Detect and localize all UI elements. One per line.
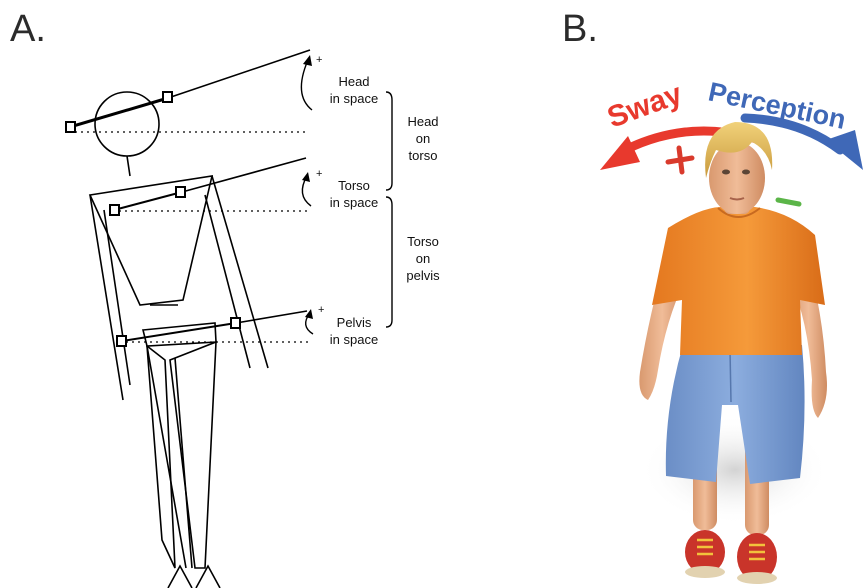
shorts-fly	[730, 350, 731, 402]
left-shoe-sole	[685, 566, 725, 578]
left-eye	[722, 170, 730, 175]
right-eye	[742, 170, 750, 175]
face	[709, 142, 765, 214]
minus-mark	[778, 200, 799, 204]
perception-arrowhead	[826, 130, 863, 170]
plus-mark	[668, 148, 692, 172]
shirt	[652, 207, 825, 355]
sway-label: Sway	[603, 77, 687, 134]
right-shoe-sole	[737, 572, 777, 584]
